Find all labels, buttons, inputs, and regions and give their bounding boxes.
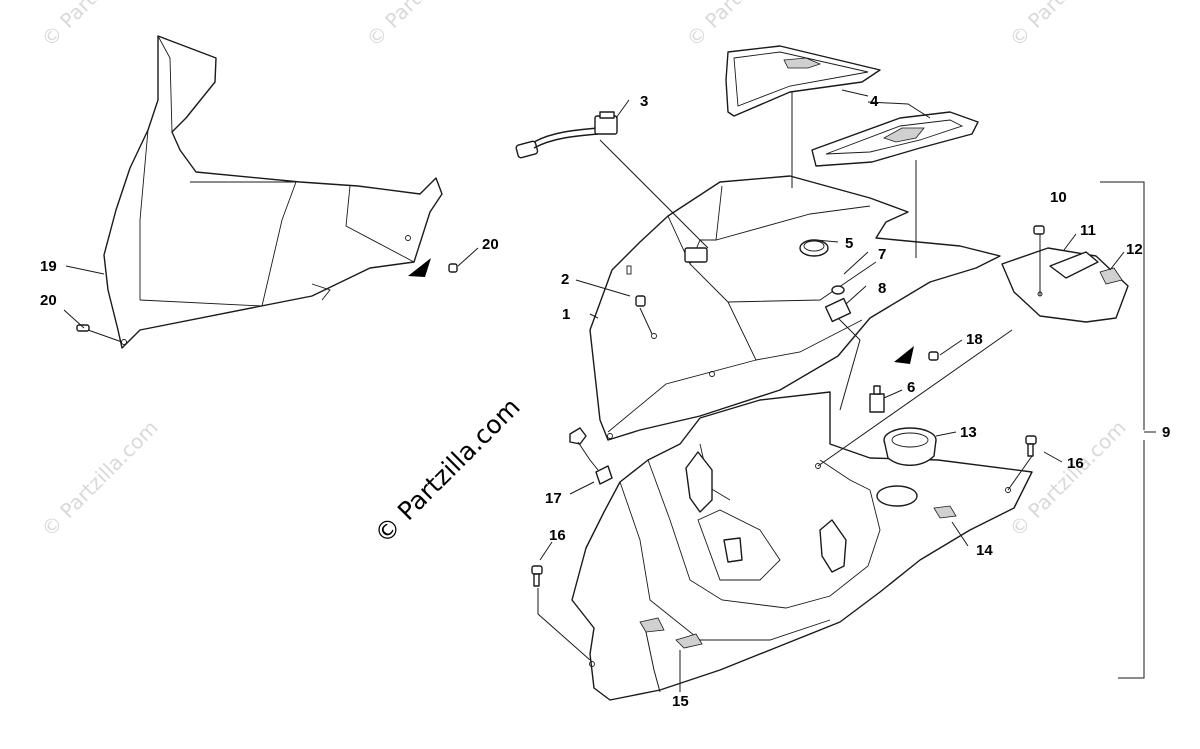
fastener-part <box>569 427 613 485</box>
wire-harness-part <box>515 111 618 159</box>
callout-2: 2 <box>561 271 569 288</box>
faint-watermark: © Partzilla.com <box>682 0 808 52</box>
callout-1: 1 <box>562 306 570 323</box>
callout-17: 17 <box>545 490 562 507</box>
bracket-part <box>1001 247 1129 323</box>
callout-8: 8 <box>878 280 886 297</box>
callout-15: 15 <box>672 693 689 710</box>
callout-19: 19 <box>40 258 57 275</box>
callout-7: 7 <box>878 246 886 263</box>
screw-part <box>1033 225 1045 235</box>
screw-part <box>531 565 543 587</box>
callout-3: 3 <box>640 93 648 110</box>
callout-12: 12 <box>1126 241 1143 258</box>
clip-part <box>824 297 852 323</box>
callout-6: 6 <box>907 379 915 396</box>
callout-16: 16 <box>549 527 566 544</box>
callout-16: 16 <box>1067 455 1084 472</box>
lens-part <box>725 45 881 117</box>
screw-part <box>928 351 939 361</box>
faint-watermark: © Partzilla.com <box>362 0 488 52</box>
screw-part <box>1025 435 1037 457</box>
nut-part <box>831 285 845 295</box>
faint-watermark: © Partzilla.com <box>37 0 163 52</box>
hood-part <box>589 175 1001 441</box>
callout-9: 9 <box>1162 424 1170 441</box>
switch-part <box>869 385 885 413</box>
callout-20: 20 <box>40 292 57 309</box>
callout-13: 13 <box>960 424 977 441</box>
callout-18: 18 <box>966 331 983 348</box>
boot-part <box>883 427 937 466</box>
leader-lines <box>63 89 1156 693</box>
screw-part <box>448 263 458 273</box>
callout-4: 4 <box>870 93 879 110</box>
callout-11: 11 <box>1080 222 1096 239</box>
callout-10: 10 <box>1050 189 1067 206</box>
screw-part <box>635 295 646 307</box>
faint-watermark: © Partzilla.com <box>1005 0 1131 52</box>
faint-watermark: © Partzilla.com <box>37 415 163 541</box>
callout-14: 14 <box>976 542 993 559</box>
screw-part <box>76 324 90 332</box>
windshield-part <box>103 35 443 349</box>
callout-labels: 1 2 3 4 5 6 7 8 9 10 11 12 13 14 15 16 1… <box>40 93 1170 710</box>
callout-20: 20 <box>482 236 499 253</box>
direction-arrow <box>894 346 914 364</box>
direction-arrow <box>408 258 431 277</box>
lens-part <box>811 111 979 167</box>
partzilla-watermark: © Partzilla.com <box>369 392 526 549</box>
grommet-part <box>799 239 829 257</box>
callout-5: 5 <box>845 235 853 252</box>
nose-pan-part <box>571 391 1033 701</box>
